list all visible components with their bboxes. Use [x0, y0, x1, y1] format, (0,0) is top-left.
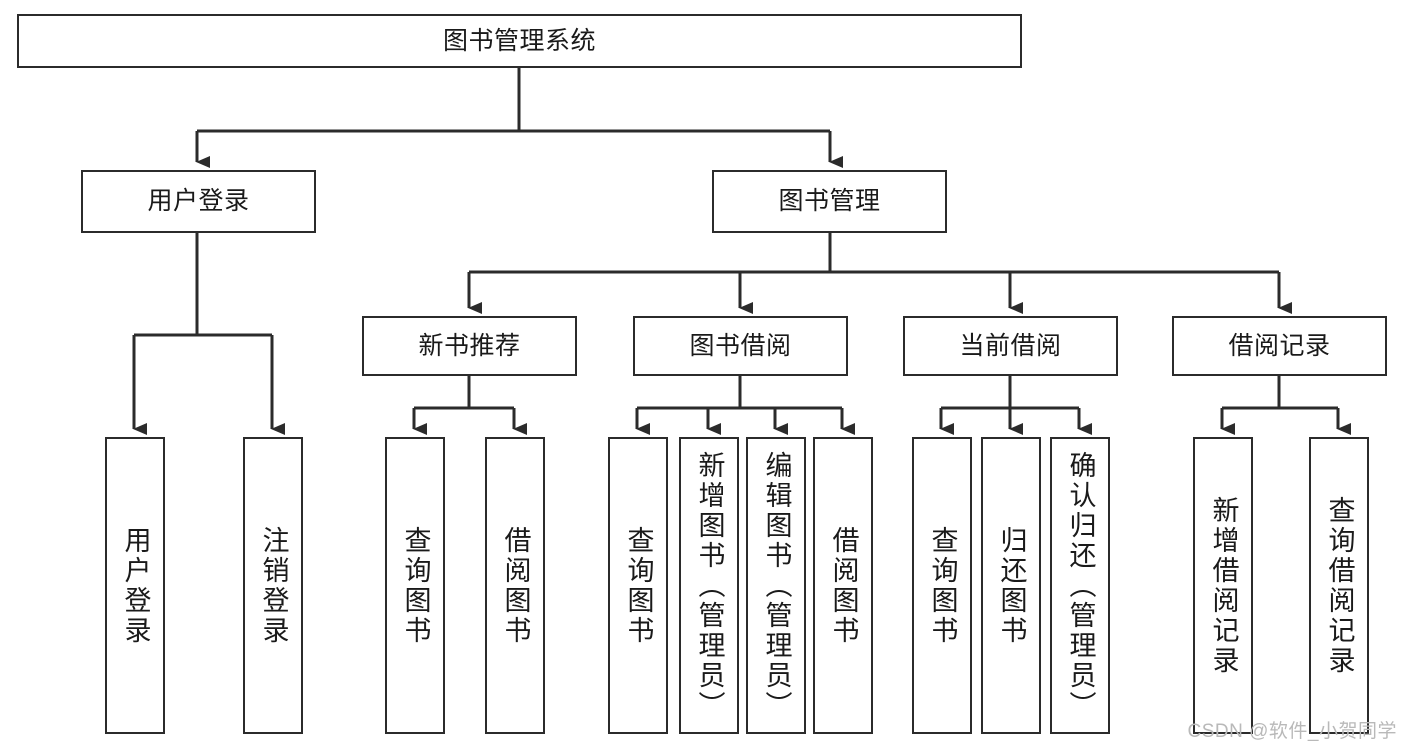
leaf-user-logout-label: 注销登录 [258, 525, 289, 646]
node-user-login[interactable]: 用户登录 [81, 170, 316, 233]
leaf-add-record-label: 新增借阅记录 [1208, 495, 1239, 676]
node-book-manage-label: 图书管理 [778, 187, 881, 215]
leaf-add-book[interactable]: 新增图书（管理员） [679, 437, 739, 734]
leaf-query-book-3-label: 查询图书 [927, 525, 958, 646]
leaf-return-book[interactable]: 归还图书 [981, 437, 1041, 734]
leaf-query-book-2-label: 查询图书 [623, 525, 654, 646]
leaf-borrow-book-2-label: 借阅图书 [828, 525, 859, 646]
leaf-add-record[interactable]: 新增借阅记录 [1193, 437, 1253, 734]
node-new-book-recommend[interactable]: 新书推荐 [362, 316, 577, 376]
leaf-confirm-return-label: 确认归还（管理员） [1065, 450, 1096, 721]
leaf-query-book-1-label: 查询图书 [400, 525, 431, 646]
leaf-user-login[interactable]: 用户登录 [105, 437, 165, 734]
node-borrow-record[interactable]: 借阅记录 [1172, 316, 1387, 376]
leaf-query-book-1[interactable]: 查询图书 [385, 437, 445, 734]
node-book-manage[interactable]: 图书管理 [712, 170, 947, 233]
node-current-borrow[interactable]: 当前借阅 [903, 316, 1118, 376]
leaf-edit-book[interactable]: 编辑图书（管理员） [746, 437, 806, 734]
leaf-borrow-book-1-label: 借阅图书 [500, 525, 531, 646]
leaf-query-record-label: 查询借阅记录 [1324, 495, 1355, 676]
leaf-query-book-2[interactable]: 查询图书 [608, 437, 668, 734]
leaf-edit-book-label: 编辑图书（管理员） [761, 450, 792, 721]
node-current-borrow-label: 当前借阅 [959, 331, 1062, 360]
node-root[interactable]: 图书管理系统 [17, 14, 1022, 68]
leaf-borrow-book-2[interactable]: 借阅图书 [813, 437, 873, 734]
node-new-book-recommend-label: 新书推荐 [418, 331, 521, 360]
leaf-add-book-label: 新增图书（管理员） [694, 450, 725, 721]
node-book-borrow[interactable]: 图书借阅 [633, 316, 848, 376]
node-user-login-label: 用户登录 [147, 187, 250, 215]
leaf-user-login-label: 用户登录 [120, 525, 151, 646]
leaf-query-book-3[interactable]: 查询图书 [912, 437, 972, 734]
node-book-borrow-label: 图书借阅 [689, 331, 792, 360]
leaf-borrow-book-1[interactable]: 借阅图书 [485, 437, 545, 734]
csdn-watermark: CSDN @软件_小贺同学 [1187, 721, 1397, 742]
node-root-label: 图书管理系统 [442, 26, 596, 55]
leaf-user-logout[interactable]: 注销登录 [243, 437, 303, 734]
node-borrow-record-label: 借阅记录 [1228, 331, 1331, 360]
leaf-confirm-return[interactable]: 确认归还（管理员） [1050, 437, 1110, 734]
leaf-query-record[interactable]: 查询借阅记录 [1309, 437, 1369, 734]
leaf-return-book-label: 归还图书 [996, 525, 1027, 646]
